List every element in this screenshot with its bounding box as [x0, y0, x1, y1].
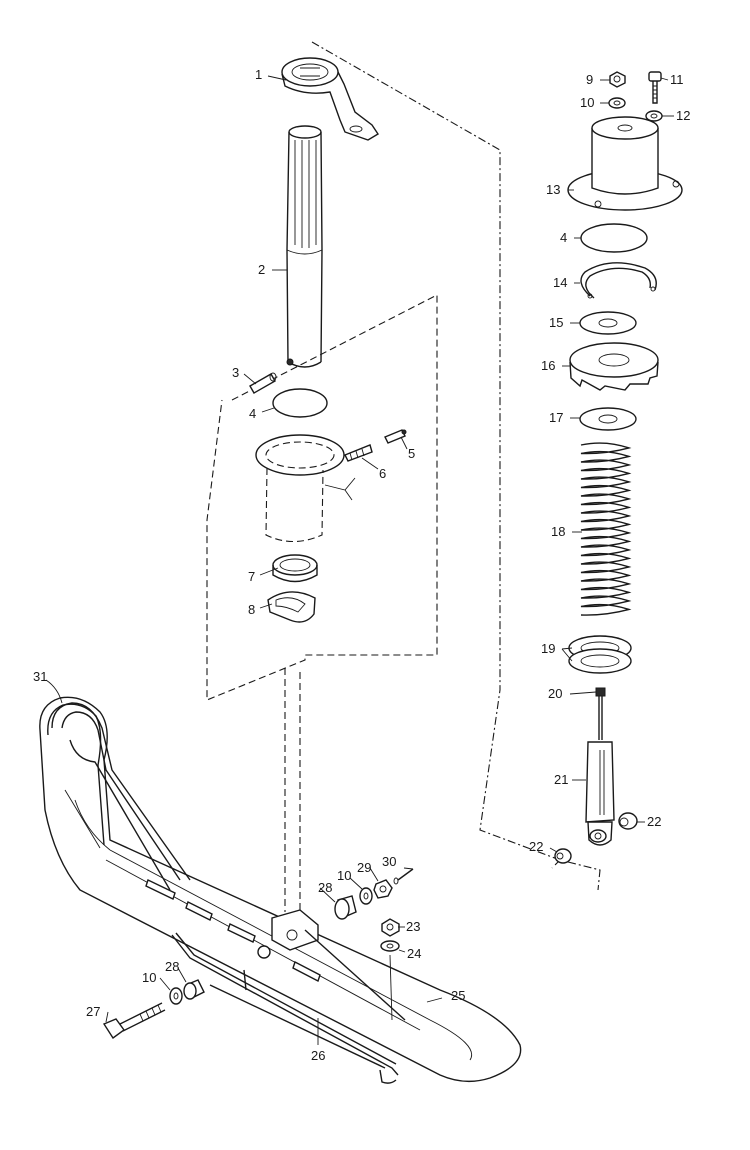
- spring-seat-16: [569, 342, 659, 391]
- callout-7: 7: [248, 569, 255, 584]
- callout-16: 16: [541, 358, 555, 373]
- washer-10-top: [608, 97, 626, 109]
- callout-10-bottom: 10: [142, 970, 156, 985]
- shock-absorber-21: [585, 687, 615, 846]
- ski-assembly: [39, 696, 522, 1083]
- nut-29: [373, 879, 393, 899]
- callout-3: 3: [232, 365, 239, 380]
- callout-4-right: 4: [560, 230, 567, 245]
- callout-12: 12: [676, 108, 690, 123]
- callout-6: 6: [379, 466, 386, 481]
- assembly-dashed-lines: [206, 41, 601, 930]
- callout-27: 27: [86, 1004, 100, 1019]
- callout-28-top: 28: [318, 880, 332, 895]
- bushing-28-top: [334, 895, 357, 920]
- callout-2: 2: [258, 262, 265, 277]
- nut-9: [609, 71, 626, 88]
- nut-23: [381, 918, 400, 937]
- spacers-19: [568, 635, 632, 674]
- callout-26: 26: [311, 1048, 325, 1063]
- callout-30: 30: [382, 854, 396, 869]
- washer-15: [579, 311, 637, 335]
- washer-24: [380, 940, 400, 952]
- callout-23: 23: [406, 919, 420, 934]
- washer-12: [645, 110, 663, 122]
- wear-bar-26: [171, 932, 399, 1084]
- callout-22-left: 22: [529, 839, 543, 854]
- callout-labels: 1 2 3 4 5 6 7 8 9 10 11 12 13 4 14 15 16…: [33, 67, 690, 1063]
- callout-28-bottom: 28: [165, 959, 179, 974]
- bolt-11: [648, 71, 662, 104]
- callout-24: 24: [407, 946, 421, 961]
- steering-arm: [281, 57, 379, 141]
- washer-17: [579, 407, 637, 431]
- coil-spring-18: [580, 442, 632, 616]
- callout-22-right: 22: [647, 814, 661, 829]
- callout-20: 20: [548, 686, 562, 701]
- callout-25: 25: [451, 988, 465, 1003]
- callout-31: 31: [33, 669, 47, 684]
- pin-3: [249, 372, 277, 394]
- o-ring-right: [580, 223, 648, 253]
- callout-1: 1: [255, 67, 262, 82]
- upper-mount-13: [567, 116, 683, 211]
- callout-5: 5: [408, 446, 415, 461]
- callout-18: 18: [551, 524, 565, 539]
- callout-4-left: 4: [249, 406, 256, 421]
- callout-10-top: 10: [580, 95, 594, 110]
- bolt-27: [102, 1002, 166, 1040]
- leader-lines: [45, 75, 674, 1045]
- cotter-pin-30: [393, 868, 414, 885]
- callout-17: 17: [549, 410, 563, 425]
- bushing-ring: [272, 554, 318, 583]
- callout-9: 9: [586, 72, 593, 87]
- bushing-28-bottom: [183, 979, 205, 1000]
- spindle-housing: [255, 434, 356, 543]
- washer-10-mid: [359, 887, 373, 905]
- callout-29: 29: [357, 860, 371, 875]
- callout-13: 13: [546, 182, 560, 197]
- callout-8: 8: [248, 602, 255, 617]
- snap-ring-14: [580, 262, 657, 299]
- o-ring-left: [272, 388, 328, 418]
- washer-10-bottom: [169, 987, 183, 1005]
- grease-fitting: [344, 429, 407, 462]
- callout-11: 11: [670, 72, 684, 87]
- callout-10-mid: 10: [337, 868, 351, 883]
- callout-21: 21: [554, 772, 568, 787]
- callout-14: 14: [553, 275, 567, 290]
- bushing-22-left: [554, 848, 572, 864]
- wear-pad: [267, 591, 316, 623]
- bushing-22-right: [618, 812, 638, 830]
- callout-19: 19: [541, 641, 555, 656]
- spindle-tube: [286, 125, 323, 368]
- callout-15: 15: [549, 315, 563, 330]
